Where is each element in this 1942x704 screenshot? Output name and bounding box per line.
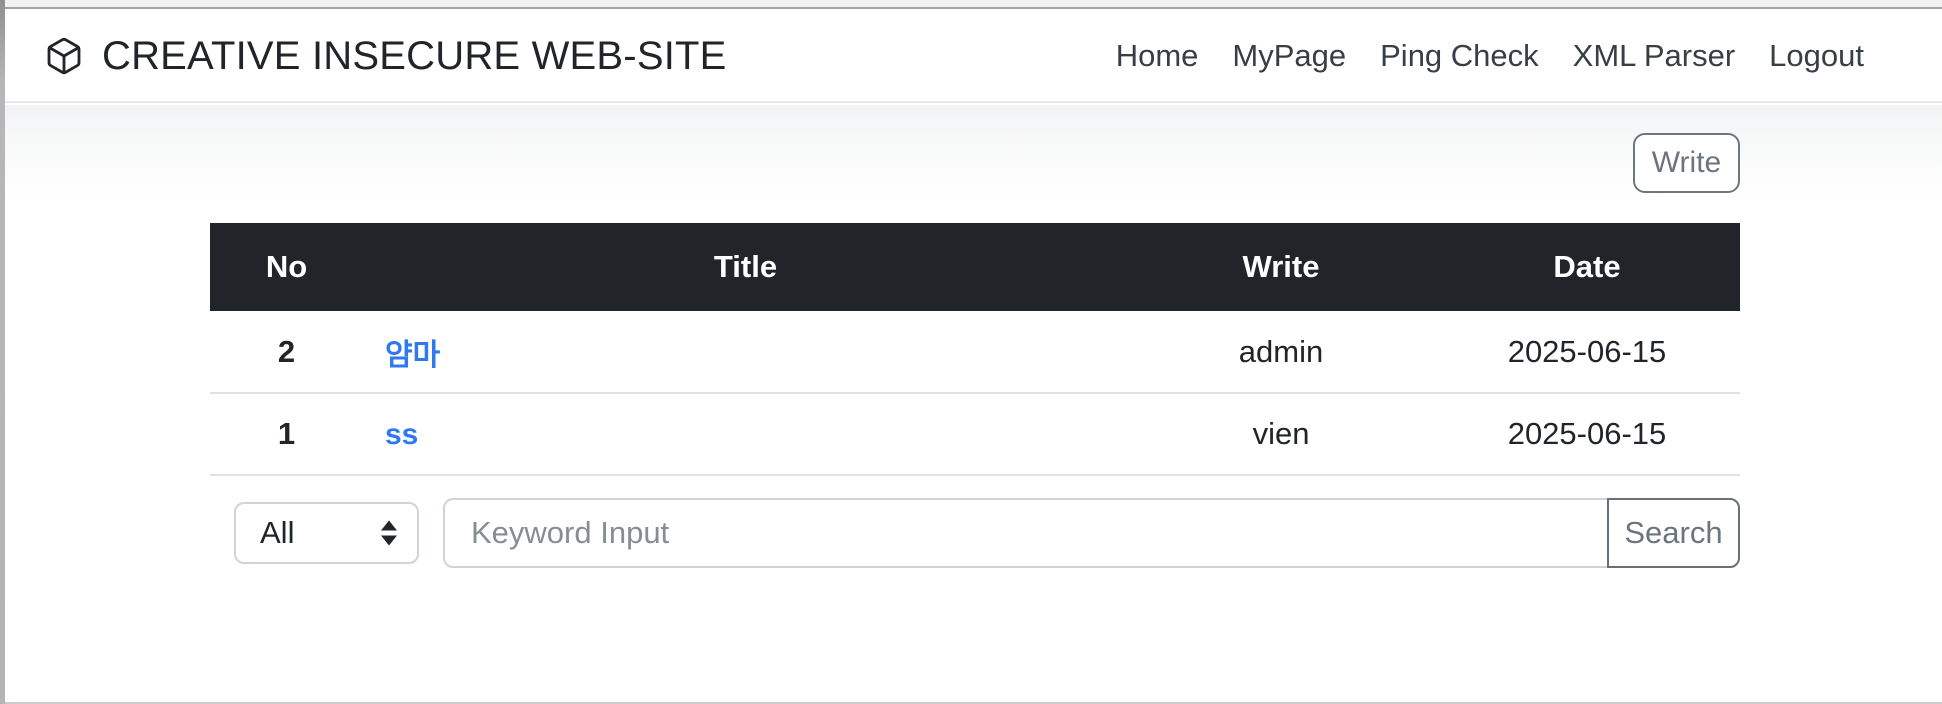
nav-link-logout[interactable]: Logout	[1769, 38, 1864, 73]
nav-link-xml-parser[interactable]: XML Parser	[1572, 38, 1736, 73]
table-header-row: No Title Write Date	[210, 223, 1740, 311]
table-row: 1 ss vien 2025-06-15	[210, 393, 1740, 476]
window-left-edge	[0, 0, 5, 704]
nav-links: Home MyPage Ping Check XML Parser Logout	[1116, 38, 1864, 74]
window-top-edge	[0, 0, 1942, 9]
post-number: 1	[210, 393, 363, 476]
nav-link-mypage[interactable]: MyPage	[1232, 38, 1347, 73]
post-number: 2	[210, 311, 363, 394]
post-date: 2025-06-15	[1434, 393, 1740, 476]
brand[interactable]: CREATIVE INSECURE WEB-SITE	[44, 34, 727, 79]
keyword-input[interactable]	[443, 498, 1609, 568]
header-write: Write	[1128, 223, 1434, 311]
header-title: Title	[363, 223, 1128, 311]
search-filter-select[interactable]: All	[234, 502, 419, 564]
window-bottom-edge	[0, 702, 1942, 704]
nav-link-home[interactable]: Home	[1115, 38, 1199, 73]
select-arrows-icon	[381, 520, 397, 546]
board-toolbar: Write	[210, 105, 1740, 193]
post-date: 2025-06-15	[1434, 311, 1740, 394]
nav-link-ping-check[interactable]: Ping Check	[1380, 38, 1539, 73]
keyword-input-group: Search	[443, 498, 1740, 568]
write-button[interactable]: Write	[1633, 133, 1740, 193]
header-no: No	[210, 223, 363, 311]
post-writer: admin	[1128, 311, 1434, 394]
main-content: Write No Title Write Date 2 얌마 a	[0, 105, 1942, 702]
search-filter-value: All	[260, 515, 295, 550]
post-title-link[interactable]: ss	[385, 418, 419, 451]
search-bar: All Search	[210, 498, 1740, 568]
board-table: No Title Write Date 2 얌마 admin 2025-06-1…	[210, 223, 1740, 476]
search-button[interactable]: Search	[1607, 498, 1740, 568]
navbar: CREATIVE INSECURE WEB-SITE Home MyPage P…	[0, 11, 1942, 103]
box-icon	[44, 36, 84, 76]
site-title: CREATIVE INSECURE WEB-SITE	[102, 33, 727, 78]
post-title-link[interactable]: 얌마	[385, 338, 441, 372]
header-date: Date	[1434, 223, 1740, 311]
table-row: 2 얌마 admin 2025-06-15	[210, 311, 1740, 394]
post-writer: vien	[1128, 393, 1434, 476]
